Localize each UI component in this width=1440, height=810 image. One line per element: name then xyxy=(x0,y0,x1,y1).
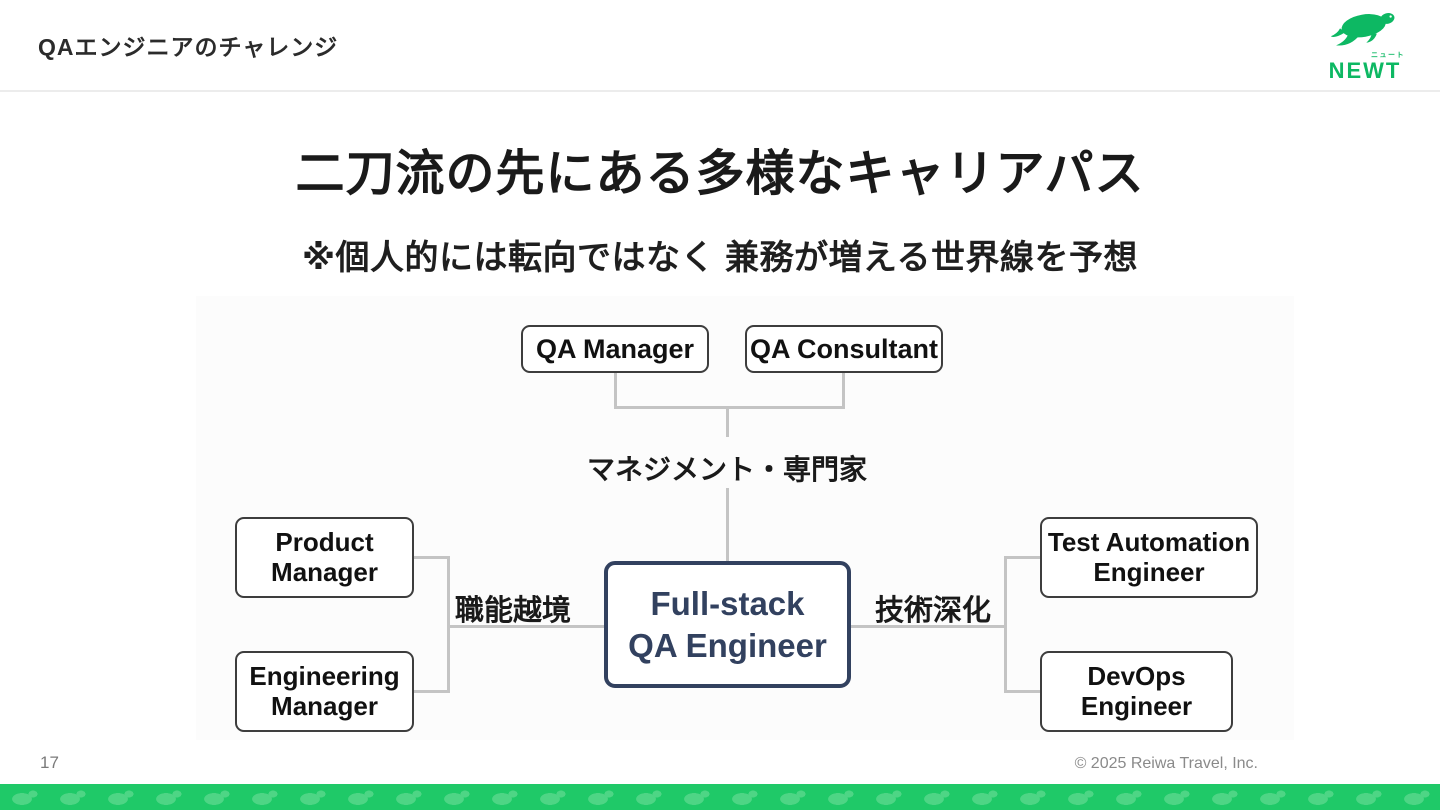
connector-line xyxy=(726,488,729,561)
turtle-icon xyxy=(1330,13,1395,46)
node-label-line2: QA Engineer xyxy=(628,626,827,664)
node-label-line1: Product xyxy=(275,526,374,557)
branch-label-cross-functional: 職能越境 xyxy=(454,595,571,627)
connector-line xyxy=(414,556,450,559)
header-title: QAエンジニアのチャレンジ xyxy=(38,34,339,60)
turtle-pattern-band xyxy=(0,784,1440,810)
node-label-line2: Engineer xyxy=(1093,556,1205,587)
logo-wordmark: NEWT xyxy=(1328,58,1402,83)
node-label-line1: Test Automation xyxy=(1047,526,1251,557)
connector-line xyxy=(614,373,617,409)
node-test-automation-engineer: Test Automation Engineer xyxy=(1040,517,1258,598)
connector-line xyxy=(1004,556,1007,693)
connector-line xyxy=(1007,556,1040,559)
connector-line xyxy=(414,690,450,693)
connector-line xyxy=(1007,690,1040,693)
connector-line xyxy=(449,625,604,628)
node-label-line1: Engineering xyxy=(249,660,400,691)
branch-label-technical-deepening: 技術深化 xyxy=(874,595,991,627)
connector-line xyxy=(614,406,845,409)
node-engineering-manager: Engineering Manager xyxy=(235,651,414,732)
node-qa-consultant: QA Consultant xyxy=(745,325,943,373)
newt-logo: ニュート NEWT xyxy=(1323,6,1407,82)
logo-ruby-text: ニュート xyxy=(1371,52,1405,59)
node-qa-manager: QA Manager xyxy=(521,325,709,373)
branch-label-management: マネジメント・専門家 xyxy=(586,454,867,485)
connector-line xyxy=(726,406,729,437)
node-label-line2: Engineer xyxy=(1080,690,1193,721)
page-number: 17 xyxy=(40,753,59,772)
node-label-line2: Manager xyxy=(271,690,378,721)
node-product-manager: Product Manager xyxy=(235,517,414,598)
connector-line xyxy=(851,625,1007,628)
copyright: © 2025 Reiwa Travel, Inc. xyxy=(1074,755,1258,772)
connector-line xyxy=(842,373,845,409)
connector-line xyxy=(447,556,450,693)
slide-title: 二刀流の先にある多様なキャリアパス xyxy=(295,147,1145,201)
slide-subtitle: ※個人的には転向ではなく 兼務が増える世界線を予想 xyxy=(302,239,1138,277)
node-label: QA Consultant xyxy=(750,333,938,364)
node-devops-engineer: DevOps Engineer xyxy=(1040,651,1233,732)
node-label: QA Manager xyxy=(535,333,695,364)
node-fullstack-qa-engineer: Full-stack QA Engineer xyxy=(604,561,851,688)
node-label-line1: DevOps xyxy=(1087,660,1186,691)
header-divider xyxy=(0,90,1440,92)
node-label-line2: Manager xyxy=(271,556,378,587)
node-label-line1: Full-stack xyxy=(650,584,805,622)
career-path-diagram: QA Manager QA Consultant マネジメント・専門家 Prod… xyxy=(196,296,1294,740)
